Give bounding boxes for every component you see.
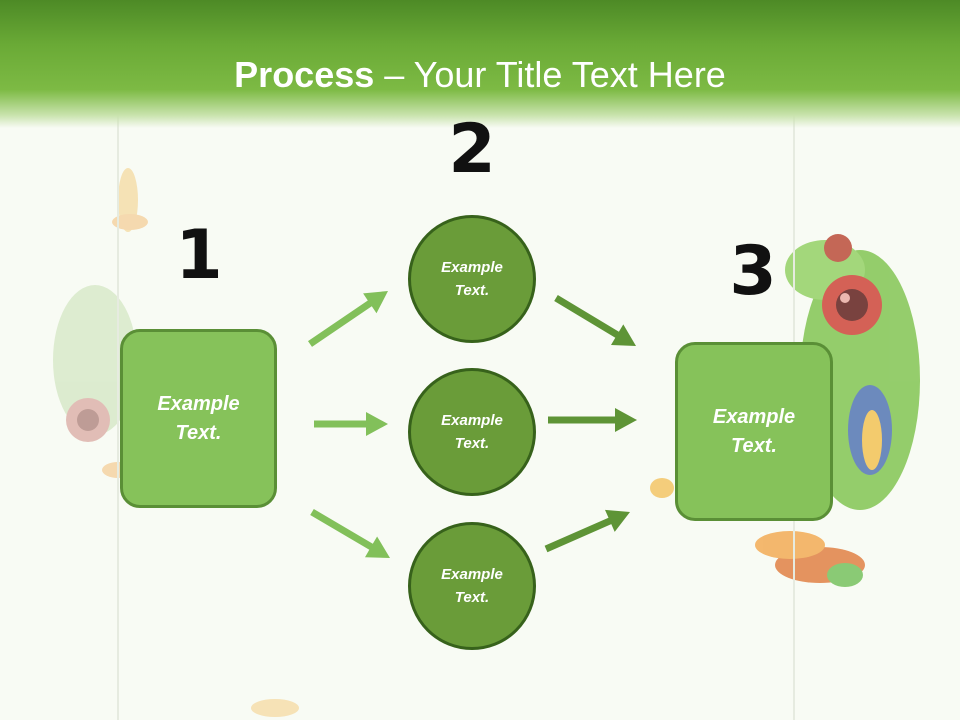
circle-top-line1: Example: [441, 259, 503, 276]
step-3-line1: Example: [712, 405, 796, 428]
arrow-1-to-middle: [314, 412, 388, 436]
step-2-circle-top[interactable]: Example Text.: [408, 215, 536, 343]
slide-title: Process – Your Title Text Here: [0, 52, 960, 98]
circle-bottom-line1: Example: [441, 566, 503, 583]
arrow-1-to-bottom: [310, 509, 390, 558]
circle-middle-line1: Example: [441, 412, 503, 429]
circle-top-text: Example Text.: [441, 256, 503, 302]
step-3-text: Example Text.: [713, 403, 795, 461]
arrow-top-to-3: [554, 295, 636, 346]
step-number-1: 1: [175, 216, 223, 295]
step-1-line1: Example: [157, 392, 240, 415]
step-3-box[interactable]: Example Text.: [675, 342, 833, 521]
step-number-2: 2: [448, 110, 496, 189]
step-1-box[interactable]: Example Text.: [120, 329, 277, 508]
arrow-1-to-top: [308, 291, 388, 347]
circle-top-line2: Text.: [454, 282, 490, 299]
circle-bottom-line2: Text.: [454, 589, 490, 606]
arrow-middle-to-3: [548, 408, 637, 432]
step-1-line2: Text.: [175, 421, 222, 444]
title-rest: – Your Title Text Here: [374, 54, 726, 95]
panel-edge-left: [117, 112, 119, 720]
arrow-bottom-to-3: [544, 509, 630, 553]
step-2-circle-middle[interactable]: Example Text.: [408, 368, 536, 496]
step-3-line2: Text.: [731, 434, 777, 457]
step-1-text: Example Text.: [157, 390, 239, 448]
title-bar: Process – Your Title Text Here: [0, 0, 960, 128]
circle-bottom-text: Example Text.: [441, 563, 503, 609]
step-2-circle-bottom[interactable]: Example Text.: [408, 522, 536, 650]
step-number-3: 3: [729, 232, 777, 311]
title-bold: Process: [234, 54, 375, 95]
circle-middle-line2: Text.: [454, 435, 490, 452]
circle-middle-text: Example Text.: [441, 409, 503, 455]
